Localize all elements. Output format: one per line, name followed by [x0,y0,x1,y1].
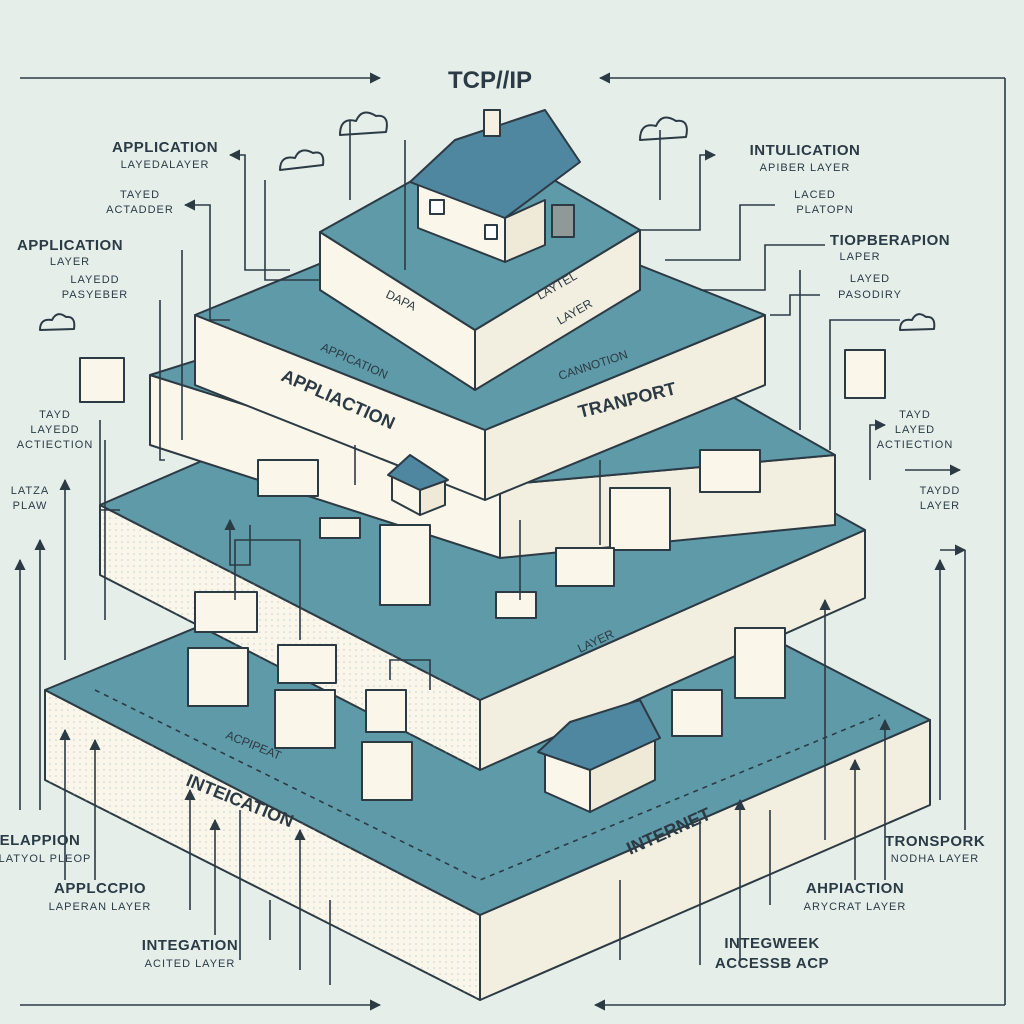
right-label-3-sub: LAPER [839,251,880,263]
callout-wires [14,120,967,985]
left-label-1: APPLICATION [112,139,218,156]
left-label-3-sub: LAYER [50,256,90,268]
right-label-4-sub: PASODIRY [838,289,902,301]
right-label-8-sub: NODHA LAYER [891,853,979,865]
diagram-title: TCP//IP [448,67,532,94]
cloud-icons [39,111,936,331]
server-icons [79,349,886,801]
house-icon [409,109,581,263]
right-label-4: LAYED [850,273,890,285]
left-label-2-sub: ACTADDER [106,204,174,216]
left-label-7: LATZA [11,485,49,497]
left-label-9: APPLCCPIO [54,880,146,897]
right-label-1: INTULICATION [750,142,861,159]
left-label-8-sub: LATYOL PLEOP [0,853,91,865]
right-label-5: TAYD [899,409,931,421]
left-label-3: APPLICATION [17,237,123,254]
left-label-1-sub: LAYEDALAYER [121,159,210,171]
left-labels: APPLICATION LAYEDALAYER TAYED ACTADDER A… [0,139,238,970]
right-label-2: LACED [794,189,836,201]
left-label-9-sub: LAPERAN LAYER [49,901,152,913]
right-label-10: INTEGWEEK [724,935,819,952]
right-label-9: AHPIACTION [806,880,904,897]
left-label-6: ACTIECTION [17,439,94,451]
right-label-8: TRONSPORK [885,833,985,850]
right-label-2-sub: PLATOPN [796,204,853,216]
left-label-10-sub: ACITED LAYER [145,958,236,970]
right-label-1-sub: APIBER LAYER [760,162,851,174]
right-label-10-sub: ACCESSB ACP [715,955,829,972]
small-house-icon [387,454,449,516]
right-label-6: ACTIECTION [877,439,954,451]
right-label-9-sub: ARYCRAT LAYER [804,901,907,913]
left-label-4: LAYEDD [70,274,119,286]
lower-house-icon [537,699,661,813]
left-label-8: ELAPPION [0,832,80,849]
left-label-2: TAYED [120,189,160,201]
left-label-10: INTEGATION [142,937,238,954]
right-label-7: TAYDD [920,485,961,497]
frame-arrows [20,72,1006,1011]
right-label-7-sub: LAYER [920,500,960,512]
right-label-3: TIOPBERAPION [830,232,950,249]
left-label-5-sub: LAYEDD [30,424,79,436]
left-label-5: TAYD [39,409,71,421]
right-labels: INTULICATION APIBER LAYER LACED PLATOPN … [715,142,985,972]
right-label-5-sub: LAYED [895,424,935,436]
left-label-7-sub: PLAW [13,500,48,512]
left-label-4-sub: PASYEBER [62,289,129,301]
